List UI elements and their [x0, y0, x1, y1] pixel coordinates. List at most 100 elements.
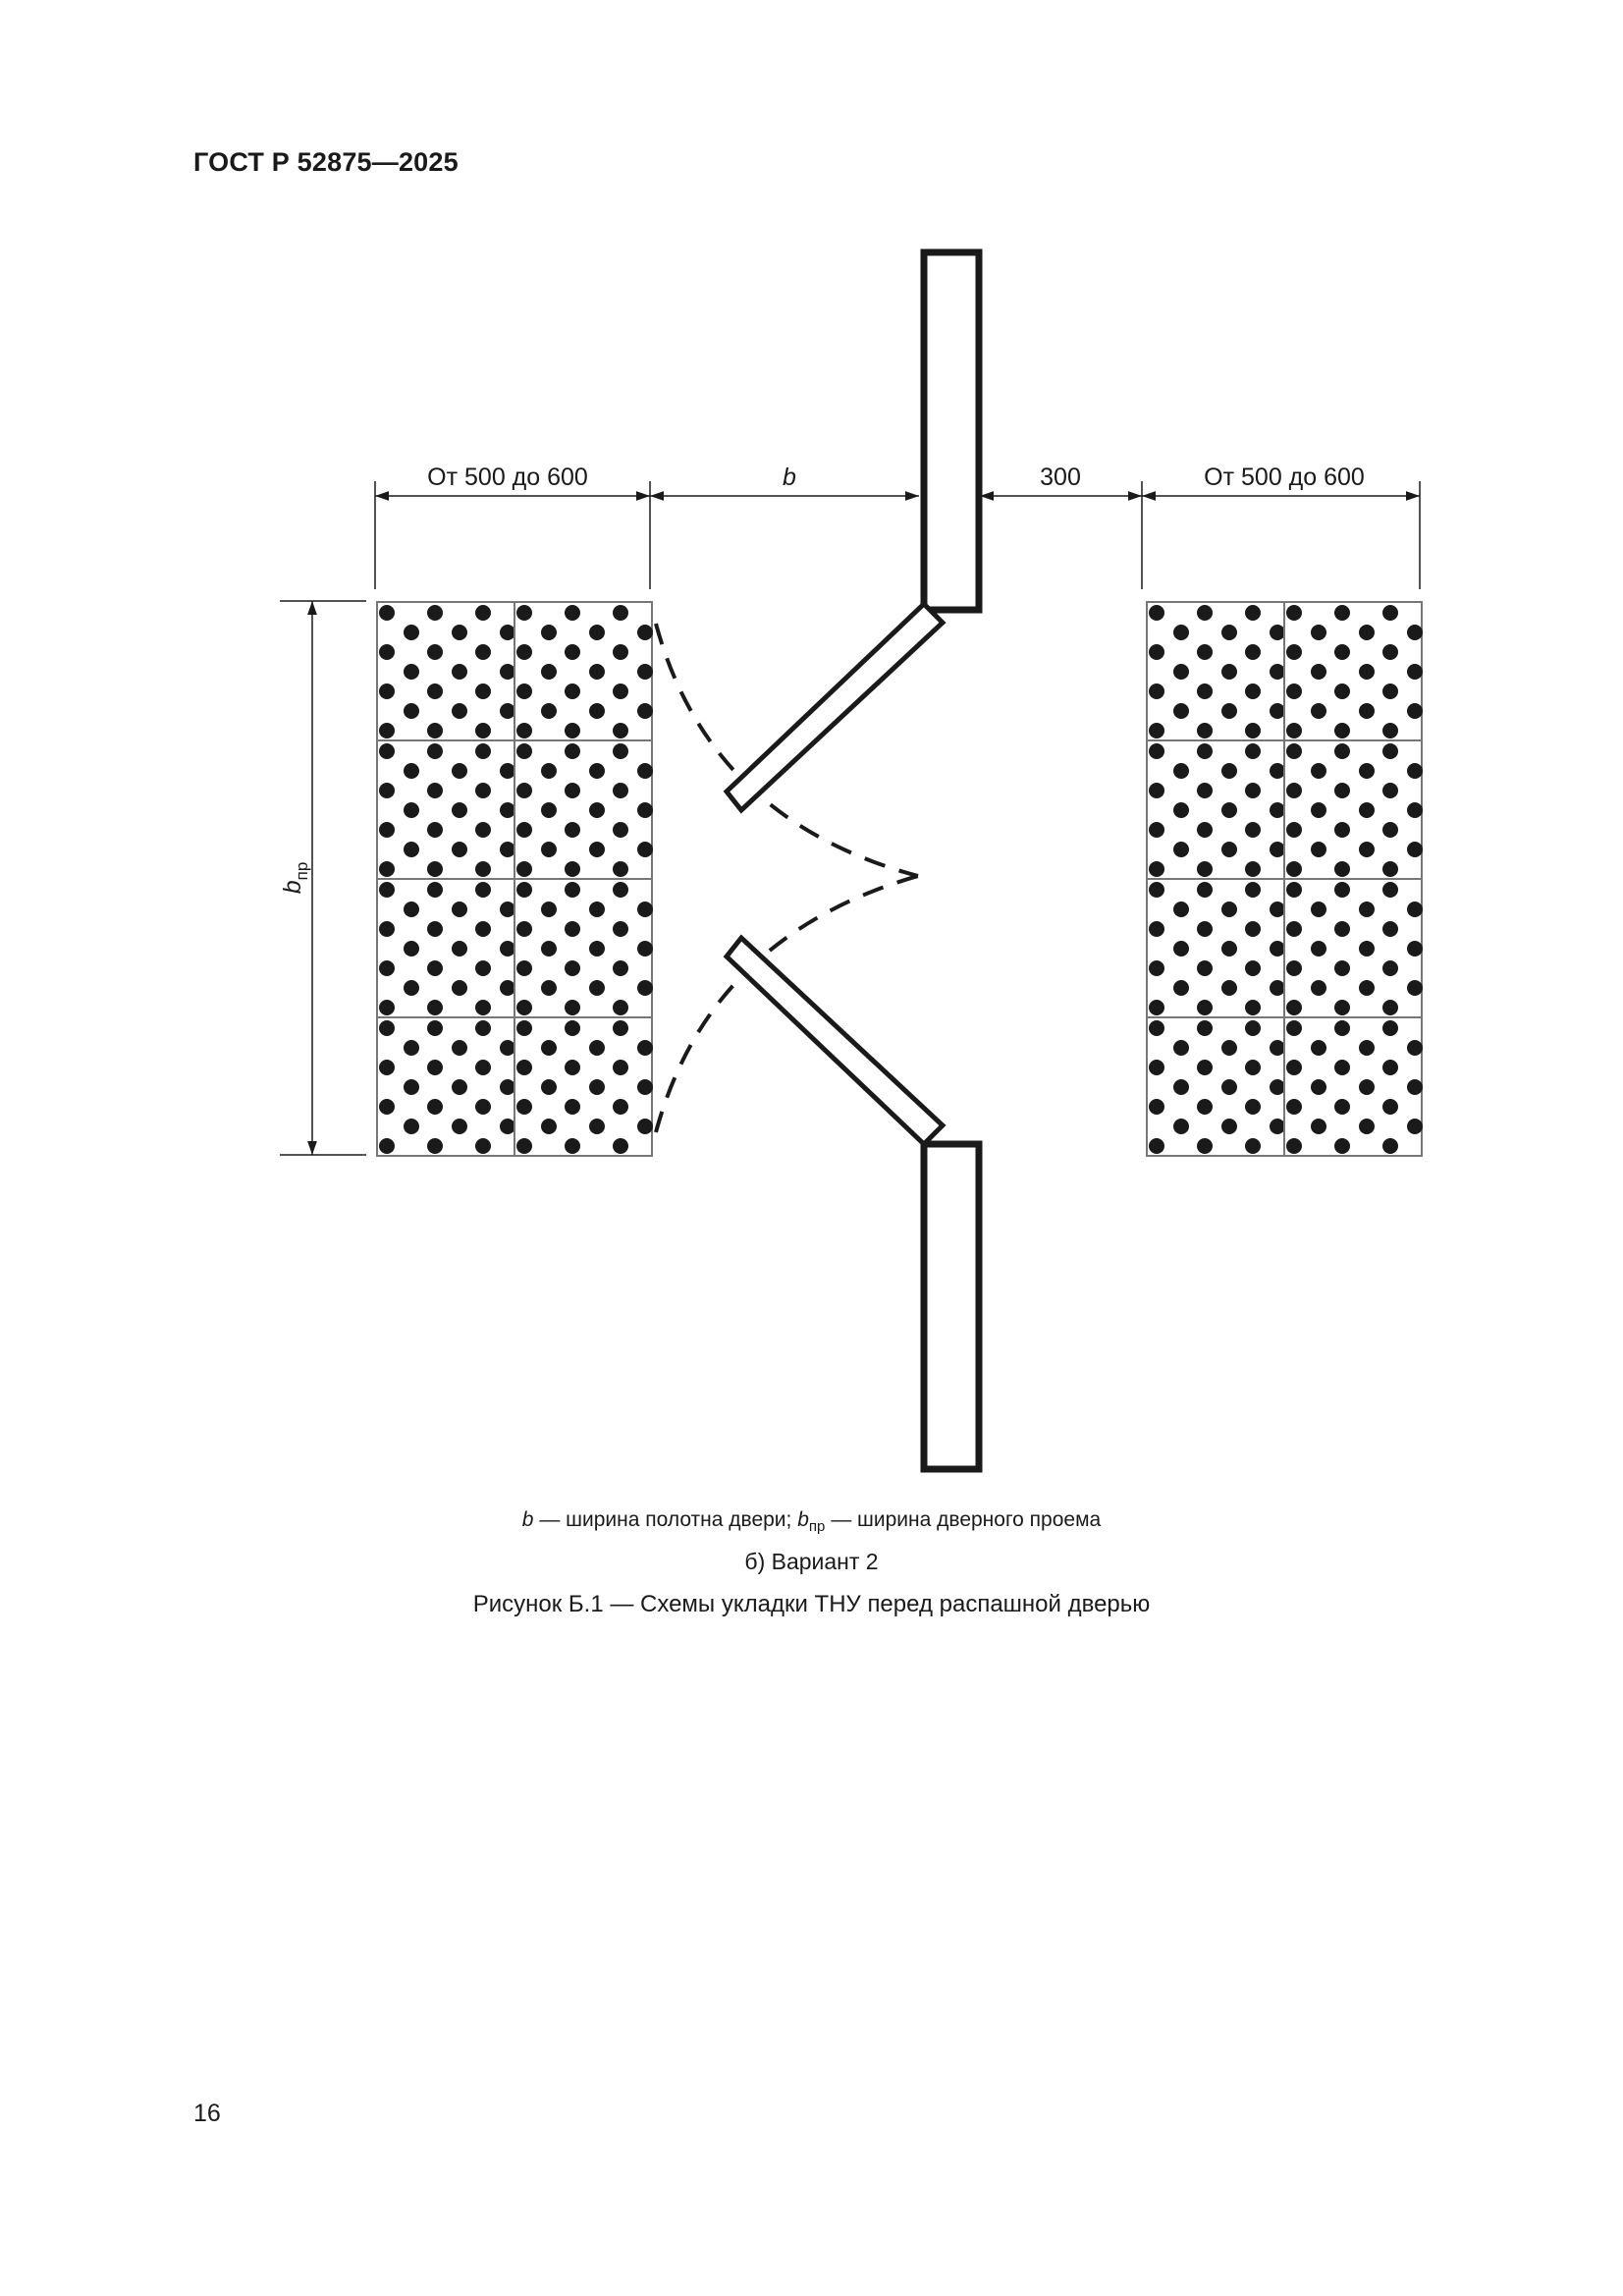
label-left-tiles-width: От 500 до 600 — [427, 464, 588, 491]
tactile-dot — [1311, 1040, 1326, 1056]
tactile-tile — [376, 601, 515, 741]
tactile-dot — [1407, 941, 1423, 957]
tactile-dot — [379, 1138, 395, 1154]
tactile-dot — [1382, 783, 1398, 798]
tactile-dot — [404, 1040, 419, 1056]
tactile-dot — [565, 861, 580, 877]
tactile-dot — [1382, 683, 1398, 699]
tactile-dot — [516, 644, 532, 660]
tactile-dot — [1245, 683, 1261, 699]
tactile-dot — [1270, 1119, 1285, 1134]
tactile-dot — [1286, 1000, 1302, 1015]
tactile-dot — [1197, 1000, 1213, 1015]
tactile-dot — [1149, 1020, 1164, 1036]
tactile-dot — [1245, 861, 1261, 877]
tactile-dot — [500, 703, 515, 719]
tactile-dot — [427, 1000, 443, 1015]
tactile-dot — [1149, 723, 1164, 738]
tactile-dot — [613, 861, 628, 877]
tactile-dot — [427, 723, 443, 738]
tactile-dot — [541, 625, 557, 640]
tactile-dot — [1382, 605, 1398, 621]
tactile-dot — [516, 861, 532, 877]
tactile-dot — [1221, 1040, 1237, 1056]
tactile-dot — [452, 703, 467, 719]
tactile-dot — [452, 902, 467, 917]
tactile-dot — [541, 980, 557, 996]
tactile-dot — [1221, 664, 1237, 680]
tactile-dot — [1334, 882, 1350, 898]
tactile-dot — [1334, 644, 1350, 660]
door-leaf-lower — [723, 934, 947, 1148]
tactile-dot — [1311, 763, 1326, 779]
svg-text:bпр: bпр — [279, 862, 311, 895]
tactile-dot — [1149, 1060, 1164, 1075]
tactile-dot — [1245, 882, 1261, 898]
tactile-dot — [500, 1079, 515, 1095]
tactile-dot — [475, 921, 491, 937]
tactile-tile — [1146, 601, 1285, 741]
tactile-dot — [379, 1099, 395, 1115]
tactile-dot — [379, 861, 395, 877]
tactile-dot — [1359, 842, 1375, 857]
tactile-dot — [1334, 1000, 1350, 1015]
tactile-dot — [541, 842, 557, 857]
tactile-dot — [613, 783, 628, 798]
tactile-dot — [1197, 861, 1213, 877]
tactile-dot — [475, 1099, 491, 1115]
tactile-dot — [1245, 1020, 1261, 1036]
tactile-dot — [541, 1119, 557, 1134]
tactile-dot — [379, 644, 395, 660]
tactile-dot — [565, 644, 580, 660]
tactile-dot — [565, 1099, 580, 1115]
tactile-dot — [379, 1000, 395, 1015]
tactile-dot — [1311, 802, 1326, 818]
tactile-dot — [1173, 1079, 1189, 1095]
tactile-dot — [613, 743, 628, 759]
tactile-dot — [379, 960, 395, 976]
tactile-dot — [1270, 703, 1285, 719]
tactile-dot — [565, 783, 580, 798]
tactile-dot — [500, 980, 515, 996]
tactile-dot — [516, 1020, 532, 1036]
tactile-dot — [1197, 822, 1213, 838]
tactile-dot — [500, 902, 515, 917]
tactile-dot — [1149, 1000, 1164, 1015]
tactile-dot — [427, 1060, 443, 1075]
tactile-dot — [1149, 882, 1164, 898]
tactile-dot — [1149, 1138, 1164, 1154]
tactile-tile — [514, 1016, 653, 1157]
tactile-dot — [613, 605, 628, 621]
tactile-dot — [613, 683, 628, 699]
tactile-dot — [1197, 1099, 1213, 1115]
tactile-dot — [589, 664, 605, 680]
tactile-dot — [541, 1079, 557, 1095]
tactile-dot — [1245, 960, 1261, 976]
tactile-dot — [379, 743, 395, 759]
legend-symbol-bpr: b — [797, 1508, 809, 1531]
tactile-dot — [1197, 960, 1213, 976]
tactile-dot — [565, 882, 580, 898]
tactile-dot — [613, 822, 628, 838]
tactile-dot — [427, 743, 443, 759]
tactile-dot — [1173, 902, 1189, 917]
tactile-dot — [613, 882, 628, 898]
tactile-dot — [1149, 743, 1164, 759]
tactile-dot — [1270, 1040, 1285, 1056]
tactile-dot — [1270, 842, 1285, 857]
tactile-dot — [1382, 743, 1398, 759]
tactile-dot — [516, 605, 532, 621]
tactile-dot — [1286, 743, 1302, 759]
tactile-tile — [514, 601, 653, 741]
tactile-dot — [637, 1040, 653, 1056]
tactile-dot — [404, 664, 419, 680]
tactile-dot — [452, 763, 467, 779]
wall-segment-lower — [920, 1140, 983, 1473]
tactile-dot — [1286, 1020, 1302, 1036]
label-gap: 300 — [1040, 464, 1081, 491]
tactile-dot — [1149, 960, 1164, 976]
tactile-dot — [379, 882, 395, 898]
tactile-dot — [1359, 1040, 1375, 1056]
tactile-dot — [404, 763, 419, 779]
legend-symbol-b: b — [521, 1508, 534, 1531]
